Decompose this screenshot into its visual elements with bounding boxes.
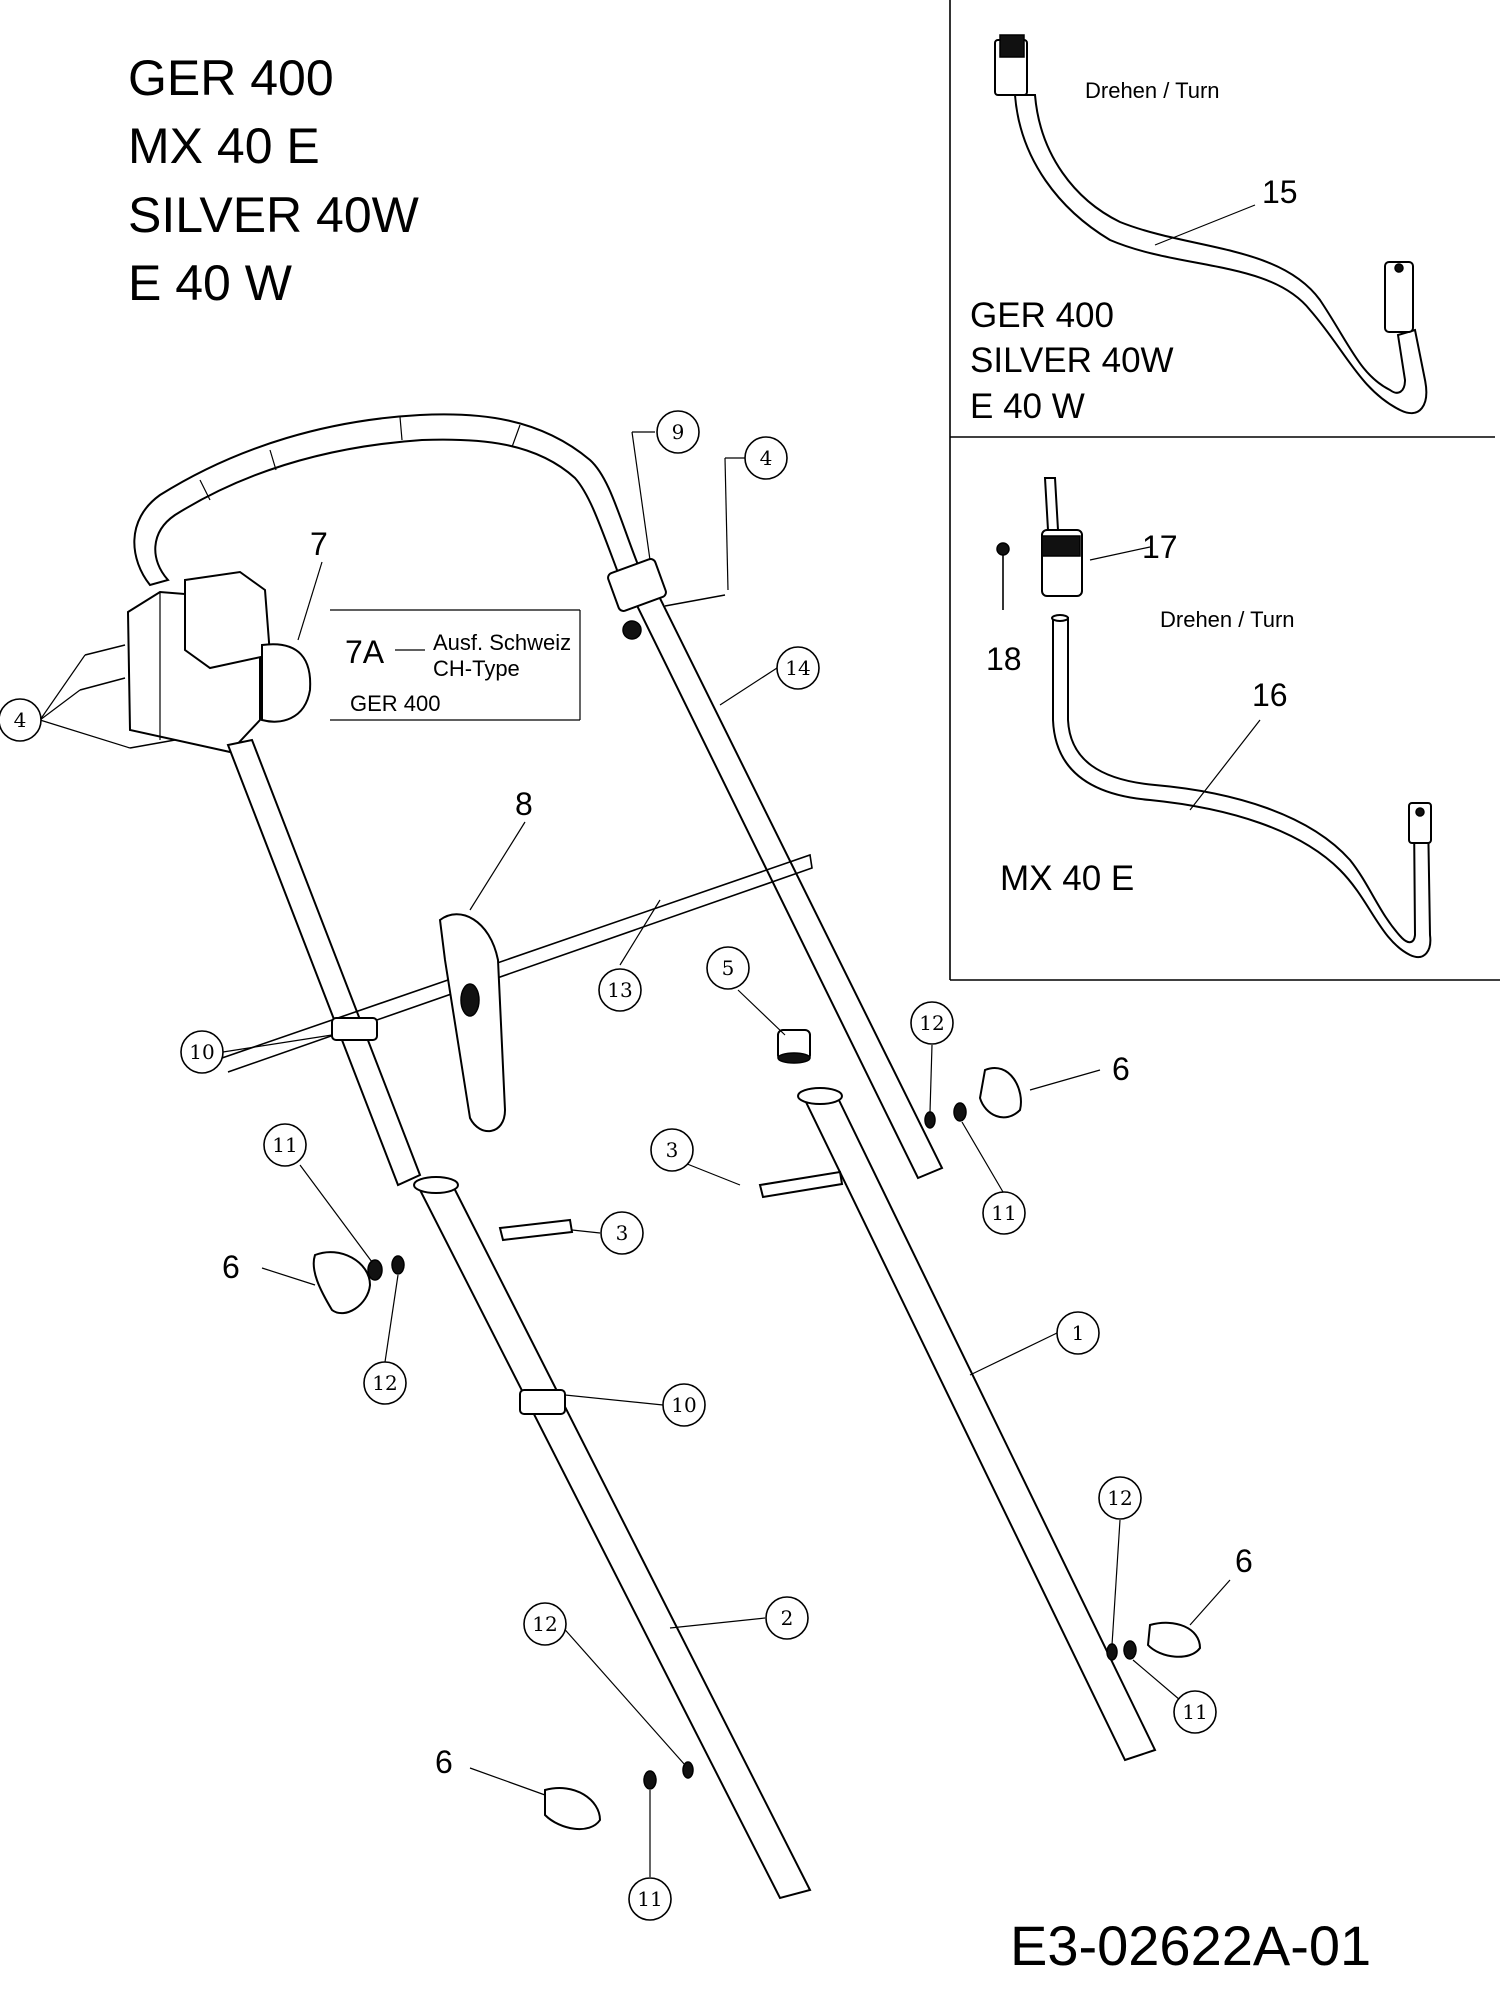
cable-part-13: [221, 853, 813, 1073]
callout-4-left: 4: [0, 654, 131, 749]
part-label-8: 8: [515, 786, 533, 822]
variant-box-7a: [330, 609, 581, 721]
callout-10-lower: 10: [564, 1383, 706, 1427]
svg-text:14: 14: [785, 656, 810, 680]
screws-part-4: [79, 644, 176, 749]
svg-text:11: 11: [637, 1887, 662, 1911]
document-number: E3-02622A-01: [1010, 1914, 1371, 1977]
knob-part-6-lower-right: [1146, 1621, 1202, 1658]
model-name-2: MX 40 E: [128, 118, 320, 174]
model-name-1: GER 400: [128, 50, 334, 106]
callout-10-upper: 10: [180, 1030, 333, 1074]
callout-11-left: 11: [263, 1123, 373, 1263]
svg-text:11: 11: [991, 1201, 1016, 1225]
switch-part-17-drawing: [1041, 477, 1083, 597]
svg-text:1: 1: [1072, 1321, 1085, 1345]
plug-part-5: [777, 1029, 811, 1064]
callout-1: 1: [969, 1311, 1100, 1376]
lower-right-tube-part-1: [803, 1090, 1157, 1762]
callout-14: 14: [719, 646, 820, 706]
callout-4-right: 4: [724, 436, 788, 591]
left-upper-tube: [226, 738, 422, 1187]
handle-part-15-drawing: [994, 34, 1428, 415]
svg-text:11: 11: [1182, 1700, 1207, 1724]
part-label-7a: 7A: [345, 634, 385, 670]
upper-handle-bow: [133, 413, 642, 587]
callout-9: 9: [631, 410, 700, 561]
variant-box-line1: Ausf. Schweiz: [433, 630, 571, 655]
callout-12-left: 12: [363, 1274, 407, 1405]
knob-part-6-lower-left: [544, 1787, 602, 1831]
callout-11-right: 11: [961, 1121, 1026, 1235]
part-label-6-lower-right: 6: [1235, 1543, 1253, 1579]
callout-11-lower-left: 11: [628, 1790, 672, 1921]
svg-text:13: 13: [607, 978, 632, 1002]
svg-text:2: 2: [781, 1606, 794, 1630]
inset-top-turn-label: Drehen / Turn: [1085, 78, 1220, 103]
part-label-6-lower-left: 6: [435, 1744, 453, 1780]
callout-11-lower-right: 11: [1132, 1659, 1217, 1734]
inset-top-model-1: GER 400: [970, 296, 1114, 335]
part-label-16: 16: [1252, 677, 1288, 713]
inset-frame: [949, 0, 1500, 981]
callout-13: 13: [598, 899, 661, 1012]
knob-part-6-left: [312, 1251, 372, 1315]
switch-box-part-7: [126, 570, 312, 754]
variant-box-model: GER 400: [350, 691, 441, 716]
svg-text:9: 9: [672, 420, 685, 444]
svg-text:12: 12: [372, 1371, 397, 1395]
washers: [367, 1102, 1137, 1790]
cable-clip-part-10-lower: [519, 1389, 566, 1415]
svg-text:11: 11: [272, 1133, 297, 1157]
inset-bottom-turn-label: Drehen / Turn: [1160, 607, 1295, 632]
part-label-6-left: 6: [222, 1249, 240, 1285]
callout-2: 2: [669, 1596, 809, 1640]
part-label-17: 17: [1142, 529, 1178, 565]
handle-part-16-drawing: [1051, 614, 1432, 958]
cable-clip-part-10-upper: [331, 1017, 378, 1041]
svg-text:10: 10: [671, 1393, 696, 1417]
bolt-part-3-left: [498, 1218, 574, 1242]
model-name-3: SILVER 40W: [128, 187, 420, 243]
variant-box-line2: CH-Type: [433, 656, 520, 681]
svg-text:12: 12: [532, 1612, 557, 1636]
inset-top-model-2: SILVER 40W: [970, 341, 1174, 380]
inset-bottom-model: MX 40 E: [1000, 859, 1134, 898]
part-label-15: 15: [1262, 174, 1298, 210]
knob-part-6-right: [978, 1067, 1022, 1119]
clamp-part-9: [607, 558, 667, 612]
svg-text:3: 3: [666, 1138, 679, 1162]
svg-text:12: 12: [919, 1011, 944, 1035]
part-label-7: 7: [310, 526, 328, 562]
part-label-18: 18: [986, 641, 1022, 677]
svg-text:10: 10: [189, 1040, 214, 1064]
inset-top-model-3: E 40 W: [970, 387, 1085, 426]
lower-left-tube-part-2: [418, 1178, 812, 1900]
svg-text:4: 4: [760, 446, 773, 470]
bolt-part-3-right: [758, 1170, 844, 1199]
callout-3-right: 3: [650, 1128, 741, 1186]
cable-relief-part-8: [438, 913, 507, 1133]
callout-12-lower-right: 12: [1098, 1476, 1142, 1646]
svg-text:12: 12: [1107, 1486, 1132, 1510]
part-label-6-right: 6: [1112, 1051, 1130, 1087]
callout-3-left: 3: [571, 1211, 644, 1255]
model-name-4: E 40 W: [128, 255, 293, 311]
svg-text:5: 5: [722, 956, 735, 980]
callout-12-right: 12: [910, 1001, 954, 1113]
callout-5: 5: [706, 946, 786, 1036]
screw-part-4-right: [664, 594, 726, 607]
screw-part-18-drawing: [996, 542, 1010, 610]
svg-text:4: 4: [14, 708, 27, 732]
svg-text:3: 3: [616, 1221, 629, 1245]
callout-12-lower-left: 12: [523, 1602, 686, 1766]
